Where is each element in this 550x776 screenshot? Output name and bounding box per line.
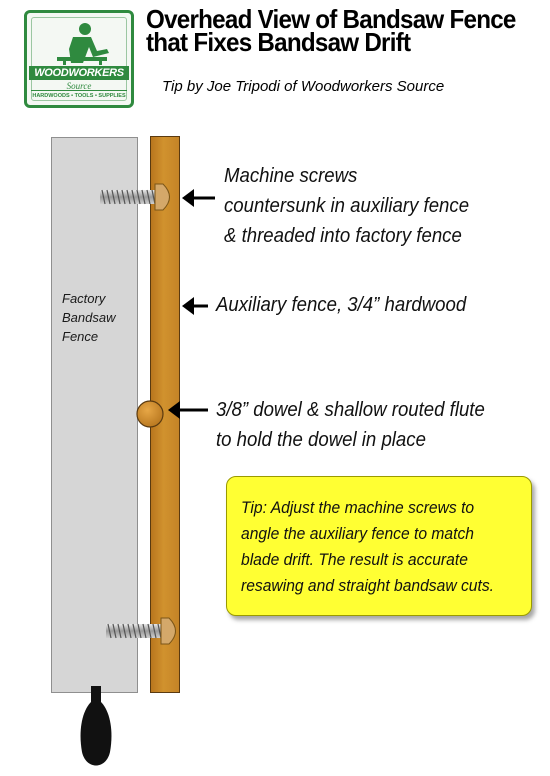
factory-label-line-1: Factory [62,291,106,306]
logo-border [31,17,127,101]
screws-arrow-icon [182,189,215,207]
aux-fence-callout: Auxiliary fence, 3/4” hardwood [216,290,466,320]
aux-fence-callout-line-1: Auxiliary fence, 3/4” hardwood [216,294,467,316]
dowel [136,400,164,428]
dowel-callout: 3/8” dowel & shallow routed flute to hol… [216,395,485,455]
title-line-2: that Fixes Bandsaw Drift [146,27,411,57]
fence-lock-handle [80,686,112,766]
dowel-arrow-icon [168,401,208,419]
woodworker-figure-icon [57,23,109,65]
title-line-1: Overhead View of Bandsaw Fence [146,4,516,34]
factory-label-line-3: Fence [62,329,99,344]
woodworkers-source-logo: WOODWORKERS Source HARDWOODS • TOOLS • S… [24,10,134,108]
factory-label-line-2: Bandsaw [62,310,116,325]
aux-fence-arrow-icon [182,297,208,315]
screws-callout-line-3: & threaded into factory fence [224,225,462,247]
logo-name: WOODWORKERS [29,66,129,80]
bottom-screw-thread [106,623,164,639]
logo-subname: Source [66,81,92,91]
tip-line-3: blade drift. The result is accurate [241,550,468,569]
logo-tagline: HARDWOODS • TOOLS • SUPPLIES [31,90,127,99]
screws-callout-line-2: countersunk in auxiliary fence [224,195,470,217]
top-screw-thread [100,189,158,205]
tip-line-1: Tip: Adjust the machine screws to [241,498,475,517]
tip-line-4: resawing and straight bandsaw cuts. [241,576,494,595]
screws-callout-line-1: Machine screws [224,165,358,187]
screws-callout: Machine screws countersunk in auxiliary … [224,161,469,251]
dowel-callout-line-1: 3/8” dowel & shallow routed flute [216,399,485,421]
page-title: Overhead View of Bandsaw Fence that Fixe… [146,4,518,57]
top-machine-screw [100,183,170,211]
bottom-screw-head [160,617,176,645]
tip-box: Tip: Adjust the machine screws to angle … [226,476,532,616]
bottom-machine-screw [106,617,176,645]
author-credit: Tip by Joe Tripodi of Woodworkers Source [162,78,445,95]
dowel-callout-line-2: to hold the dowel in place [216,429,426,451]
top-screw-head [154,183,170,211]
tip-line-2: angle the auxiliary fence to match [241,524,475,543]
factory-fence-label: Factory Bandsaw Fence [62,289,132,346]
tip-text: Tip: Adjust the machine screws to angle … [241,495,517,599]
